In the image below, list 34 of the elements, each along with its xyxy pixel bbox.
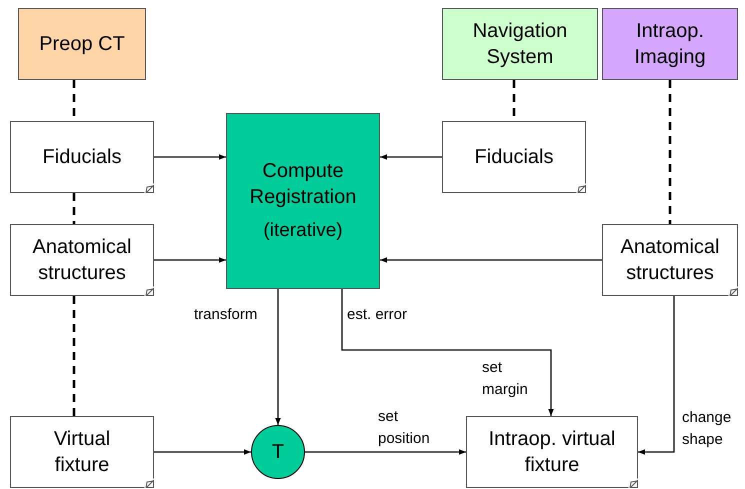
node-text: Compute Registration	[248, 159, 358, 210]
arrow	[380, 257, 602, 263]
document-box	[10, 224, 154, 296]
document-box	[466, 416, 638, 488]
node-text: Navigation System	[472, 19, 568, 70]
arrow	[305, 449, 466, 455]
process-box	[226, 113, 380, 289]
arrow	[154, 154, 226, 160]
document-box	[10, 121, 154, 193]
document-box	[442, 121, 586, 193]
node-text: Virtual fixture	[52, 427, 112, 478]
dashed-line	[72, 193, 76, 224]
node-text: T	[272, 440, 284, 465]
note-text: (iterative)	[263, 219, 343, 243]
arrow	[154, 257, 226, 263]
document-box	[602, 224, 738, 296]
node-text: Fiducials	[42, 145, 122, 170]
node-text: Intraop. virtual fixture	[488, 427, 616, 478]
source-box	[442, 8, 598, 80]
source-box	[602, 8, 738, 80]
document-box	[10, 416, 154, 488]
dashed-line	[72, 296, 76, 416]
dashed-line	[668, 80, 672, 224]
source-box	[18, 8, 146, 80]
arrow	[380, 154, 442, 160]
arrow	[638, 296, 675, 455]
node-text: Anatomical structures	[32, 235, 132, 286]
node-text: Intraop. Imaging	[633, 19, 707, 70]
arrow	[154, 449, 251, 455]
node-text: Preop CT	[39, 32, 125, 57]
arrow	[275, 289, 281, 425]
node-text: Fiducials	[474, 145, 554, 170]
arrow	[341, 289, 554, 416]
node-text: Anatomical structures	[620, 235, 720, 286]
